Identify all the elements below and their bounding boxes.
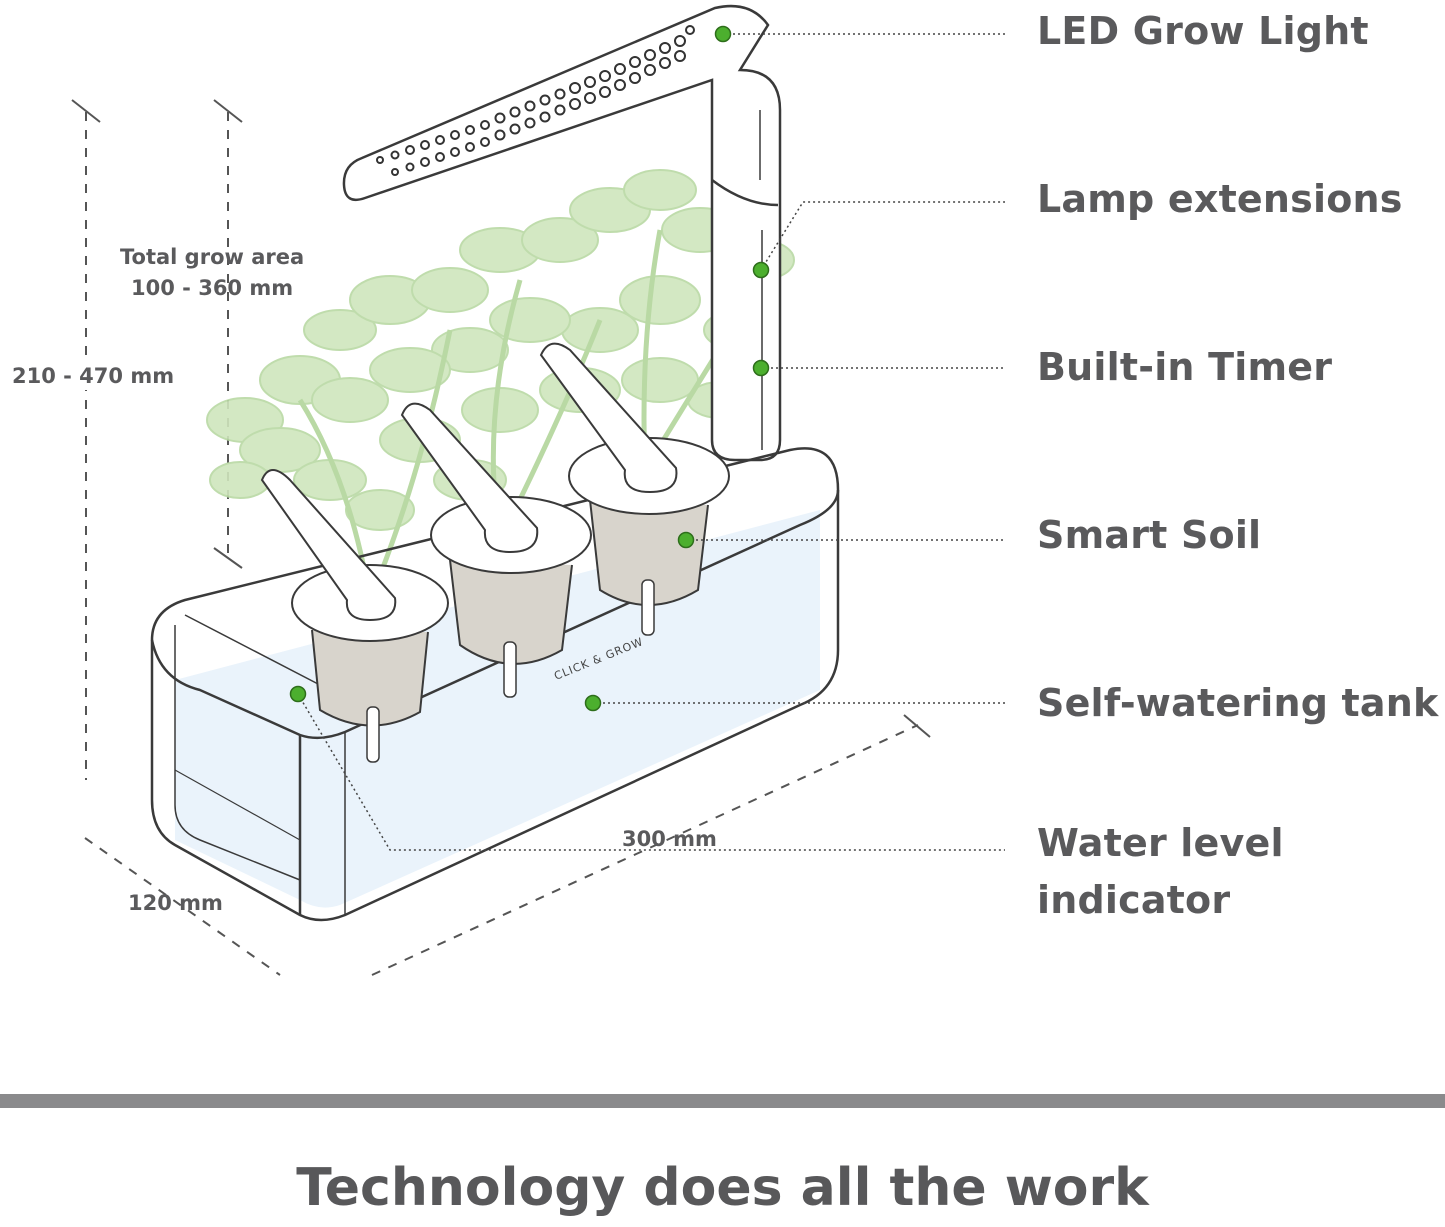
callout-lines <box>297 33 1005 851</box>
callout-built-in-timer: Built-in Timer <box>1037 345 1333 389</box>
marker-water <box>289 685 307 703</box>
dimension-lines <box>84 112 919 976</box>
marker-soil <box>677 531 695 549</box>
grow-area-label: Total grow area 100 - 360 mm <box>120 242 304 304</box>
footer-divider <box>0 1094 1445 1108</box>
height-label: 210 - 470 mm <box>12 362 175 390</box>
callout-water-level-indicator: Water level indicator <box>1037 815 1284 929</box>
width-label: 120 mm <box>128 891 223 915</box>
length-label: 300 mm <box>622 827 717 851</box>
callout-smart-soil: Smart Soil <box>1037 513 1262 557</box>
marker-lamp <box>752 261 770 279</box>
callout-self-watering-tank: Self-watering tank <box>1037 681 1439 725</box>
grow-area-line1: Total grow area <box>120 245 305 269</box>
soil-pods <box>260 342 730 727</box>
callout-water-line2: indicator <box>1037 878 1231 922</box>
led-holes <box>376 25 695 176</box>
callout-led-grow-light: LED Grow Light <box>1037 9 1369 53</box>
callout-markers <box>289 25 770 712</box>
wicks <box>366 579 655 763</box>
dimension-ticks <box>71 99 931 738</box>
marker-led <box>714 25 732 43</box>
callout-water-line1: Water level <box>1037 821 1284 865</box>
product-diagram: CLICK & GROW <box>71 4 1005 976</box>
marker-tank <box>584 694 602 712</box>
footer-title: Technology does all the work <box>296 1158 1149 1218</box>
tank-water <box>175 510 820 908</box>
marker-timer <box>752 359 770 377</box>
callout-lamp-extensions: Lamp extensions <box>1037 177 1403 221</box>
grow-area-line2: 100 - 360 mm <box>131 276 294 300</box>
